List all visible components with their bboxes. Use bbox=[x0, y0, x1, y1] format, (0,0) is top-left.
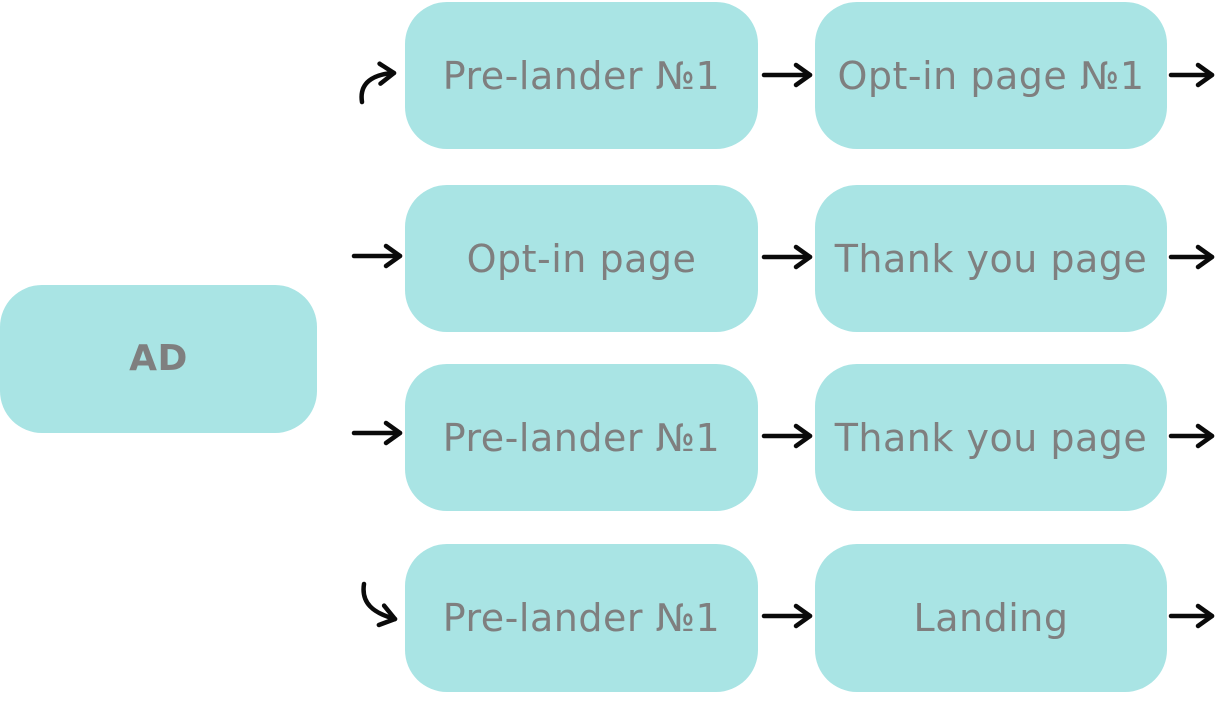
box-row1-optin-page-1: Opt-in page №1 bbox=[815, 2, 1167, 149]
box-label: Pre-lander №1 bbox=[442, 415, 721, 460]
arrow-ad-to-row4-curved-down bbox=[361, 581, 398, 628]
box-label: Thank you page bbox=[834, 236, 1148, 281]
box-label: Opt-in page №1 bbox=[837, 53, 1145, 98]
box-label: Opt-in page bbox=[466, 236, 697, 281]
arrow-ad-to-row1-curved-up bbox=[359, 61, 397, 105]
box-row2-thank-you-page: Thank you page bbox=[815, 185, 1167, 332]
box-row3-prelander: Pre-lander №1 bbox=[405, 364, 758, 511]
box-row2-optin-page: Opt-in page bbox=[405, 185, 758, 332]
box-label: Thank you page bbox=[834, 415, 1148, 460]
ad-box: AD bbox=[0, 285, 317, 433]
box-label: Pre-lander №1 bbox=[442, 596, 721, 640]
box-row4-prelander: Pre-lander №1 bbox=[405, 544, 758, 692]
box-row4-landing: Landing bbox=[815, 544, 1167, 692]
box-row1-prelander: Pre-lander №1 bbox=[405, 2, 758, 149]
box-label: Landing bbox=[913, 596, 1069, 640]
box-label: Pre-lander №1 bbox=[442, 53, 721, 98]
box-row3-thank-you-page: Thank you page bbox=[815, 364, 1167, 511]
ad-box-label: AD bbox=[129, 338, 188, 379]
